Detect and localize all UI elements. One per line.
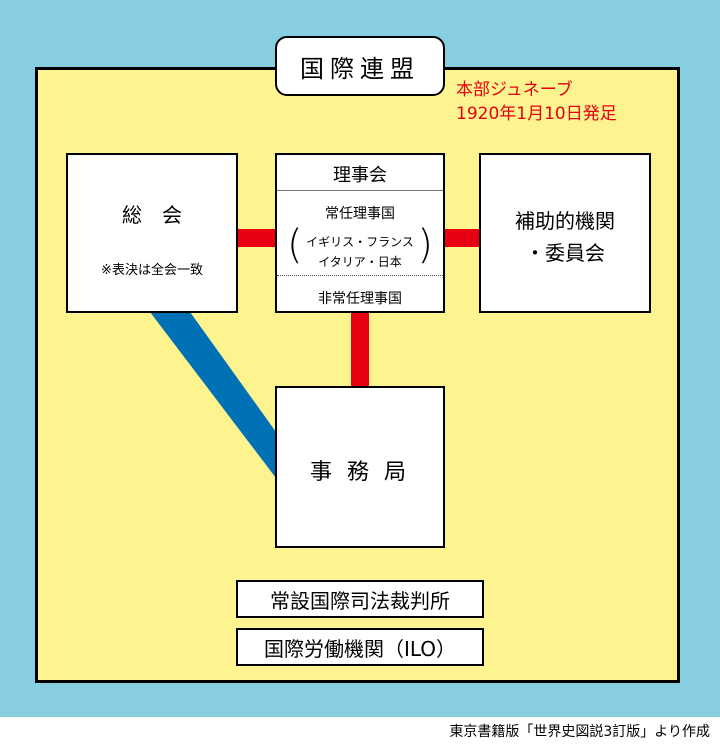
council-label: 理事会: [333, 165, 387, 186]
council-auxiliary-connector: [442, 229, 480, 247]
headquarters-location: 本部ジュネーブ: [456, 80, 573, 100]
permanent-members-group: ( イギリス・フランス イタリア・日本 ): [277, 225, 443, 273]
auxiliary-bodies-line2: ・委員会: [525, 241, 605, 265]
founding-date: 1920年1月10日発足: [456, 104, 617, 124]
headquarters-note: 本部ジュネーブ 1920年1月10日発足: [456, 78, 617, 126]
council-box: 理事会 常任理事国 ( イギリス・フランス イタリア・日本 ) 非常任理事国: [275, 153, 445, 313]
left-paren: (: [287, 222, 303, 268]
council-secretariat-connector: [351, 313, 369, 387]
ilo-box: 国際労働機関（ILO）: [236, 628, 484, 666]
non-permanent-members-label: 非常任理事国: [318, 291, 402, 307]
council-dotted-divider: [277, 275, 443, 276]
assembly-council-connector: [237, 229, 277, 247]
page-title: 国際連盟: [275, 36, 445, 96]
permanent-members-label: 常任理事国: [325, 206, 395, 222]
voting-note: ※表決は全会一致: [101, 263, 203, 278]
permanent-court-box: 常設国際司法裁判所: [236, 580, 484, 618]
permanent-members-line1: イギリス・フランス: [306, 235, 414, 249]
auxiliary-bodies-line1: 補助的機関: [515, 209, 615, 233]
right-paren: ): [417, 222, 433, 268]
permanent-members-line2: イタリア・日本: [318, 255, 402, 269]
secretariat-label: 事 務 局: [310, 460, 410, 485]
secretariat-box: 事 務 局: [275, 386, 445, 548]
general-assembly-label: 総 会: [122, 203, 182, 227]
auxiliary-bodies-box: 補助的機関 ・委員会: [479, 153, 651, 313]
source-credit: 東京書籍版「世界史図説3訂版」より作成: [449, 724, 710, 740]
council-divider: [277, 190, 443, 191]
general-assembly-box: 総 会 ※表決は全会一致: [66, 153, 238, 313]
